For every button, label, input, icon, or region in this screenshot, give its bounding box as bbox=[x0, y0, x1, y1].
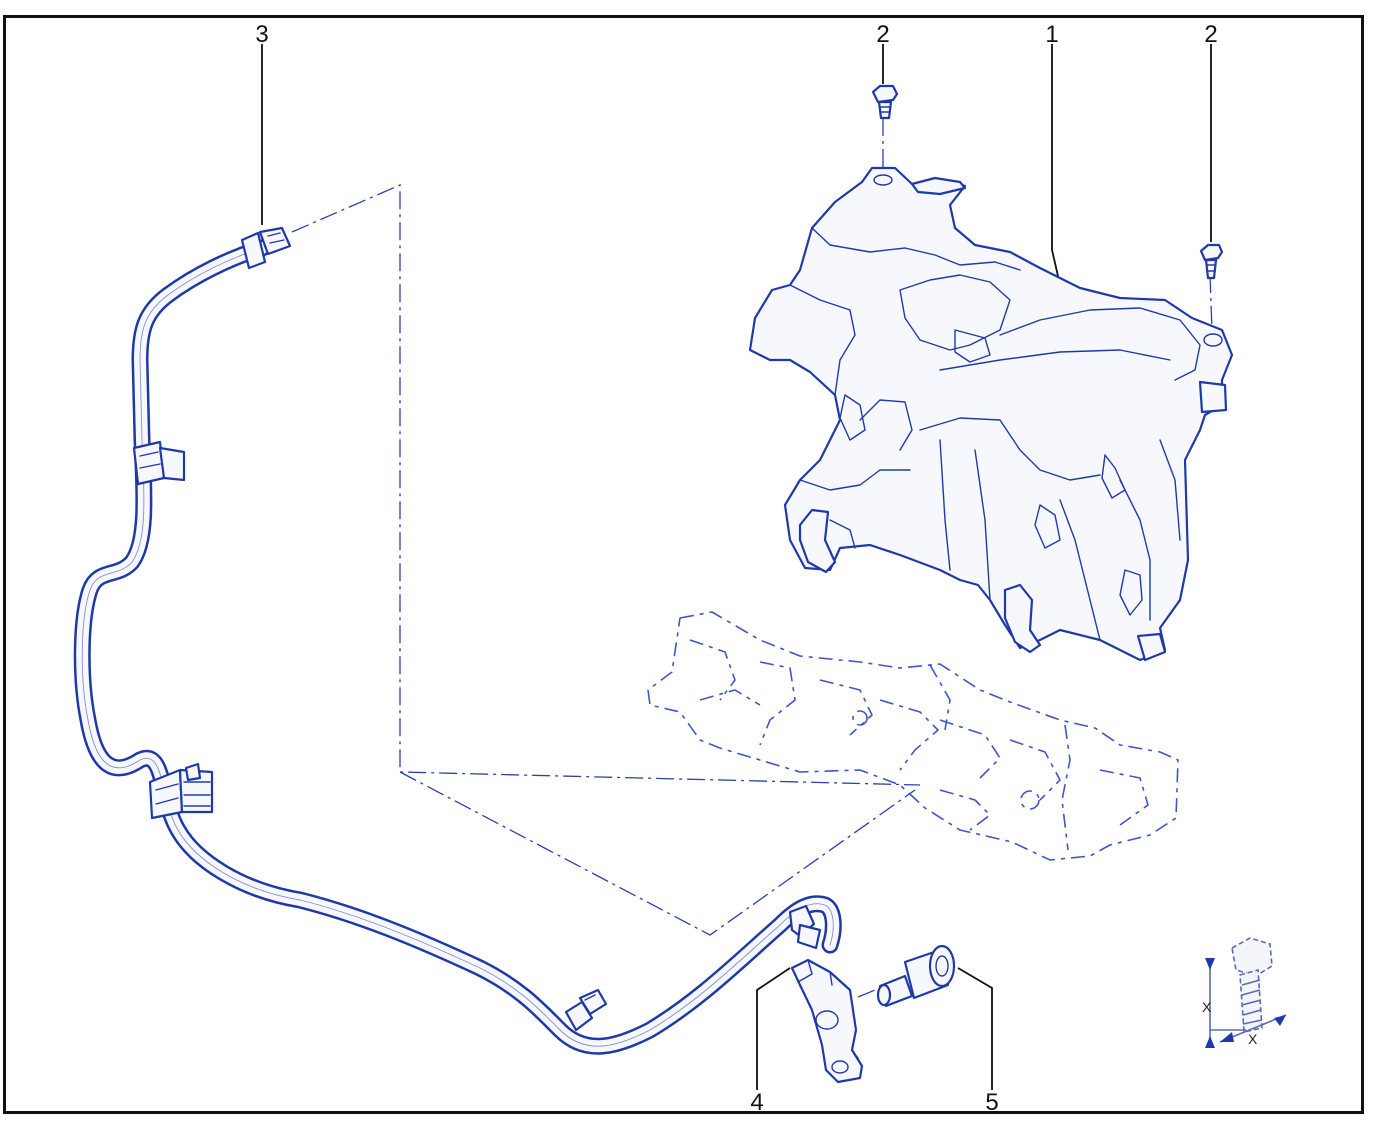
flange-bolt-part bbox=[876, 944, 956, 1008]
torque-symbol: X X bbox=[1202, 937, 1287, 1048]
reservoir-part bbox=[748, 166, 1234, 662]
callout-1: 1 bbox=[1045, 21, 1058, 48]
torque-symbol-x-bottom: X bbox=[1248, 1031, 1258, 1047]
callout-3: 3 bbox=[255, 21, 268, 48]
torque-symbol-x-left: X bbox=[1202, 999, 1212, 1015]
bracket-part bbox=[790, 958, 864, 1084]
callout-2-top: 2 bbox=[876, 21, 889, 48]
callout-5: 5 bbox=[985, 1089, 998, 1116]
callout-2-right: 2 bbox=[1204, 21, 1217, 48]
bolt-part-right bbox=[1199, 243, 1224, 280]
callout-4: 4 bbox=[750, 1089, 763, 1116]
engine-block-ghost bbox=[647, 611, 1179, 861]
assembly-guide-lines bbox=[291, 118, 1213, 998]
hose-part bbox=[73, 226, 842, 1055]
callout-leaders bbox=[261, 44, 1212, 1090]
bolt-part-top bbox=[871, 84, 899, 120]
